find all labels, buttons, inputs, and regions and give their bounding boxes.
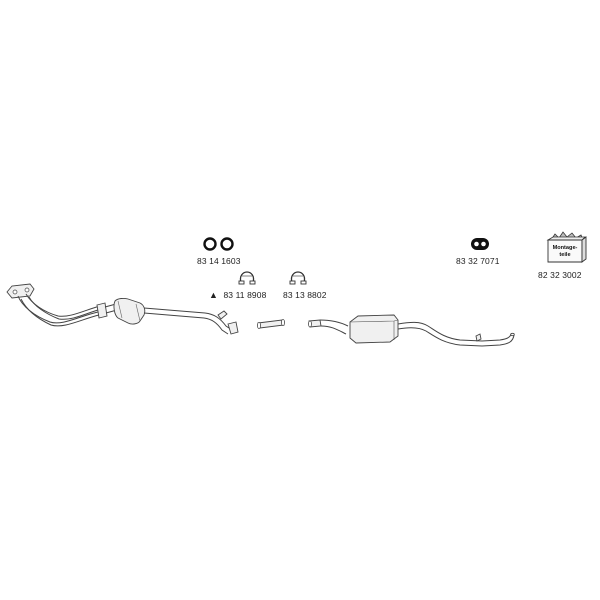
kit-box-text-line-1: Montage- [553, 245, 578, 251]
mounting-kit-box-icon: Montage- teile [546, 231, 587, 263]
rear-silencer-part[interactable] [308, 314, 515, 347]
clamp-b-number: 83 13 8802 [283, 290, 327, 300]
mounting-kit-number: 82 32 3002 [538, 270, 582, 280]
kit-box-text-line-2: teile [559, 252, 570, 258]
clamp-a-part[interactable] [238, 270, 256, 291]
catalytic-converter-part[interactable] [104, 297, 239, 335]
clamp-b-part[interactable] [289, 270, 307, 291]
gasket-rings-part[interactable] [201, 236, 237, 257]
pipe-clamp-icon [289, 271, 307, 285]
pipe-clamp-icon [238, 271, 256, 285]
clamp-a-number-row: ▲ 83 11 8908 [209, 290, 266, 300]
rubber-hanger-icon [471, 238, 489, 250]
rubber-mount-part[interactable] [469, 236, 491, 257]
mounting-kit-part[interactable]: Montage- teile [545, 228, 589, 271]
front-pipe-part[interactable] [6, 283, 108, 327]
clamp-a-number: 83 11 8908 [223, 290, 267, 300]
rubber-mount-number: 83 32 7071 [456, 256, 500, 266]
o-ring-pair-icon [203, 237, 234, 251]
connecting-tube-part[interactable] [256, 319, 285, 329]
gasket-rings-number: 83 14 1603 [197, 256, 241, 266]
warning-triangle-icon: ▲ [209, 290, 219, 300]
